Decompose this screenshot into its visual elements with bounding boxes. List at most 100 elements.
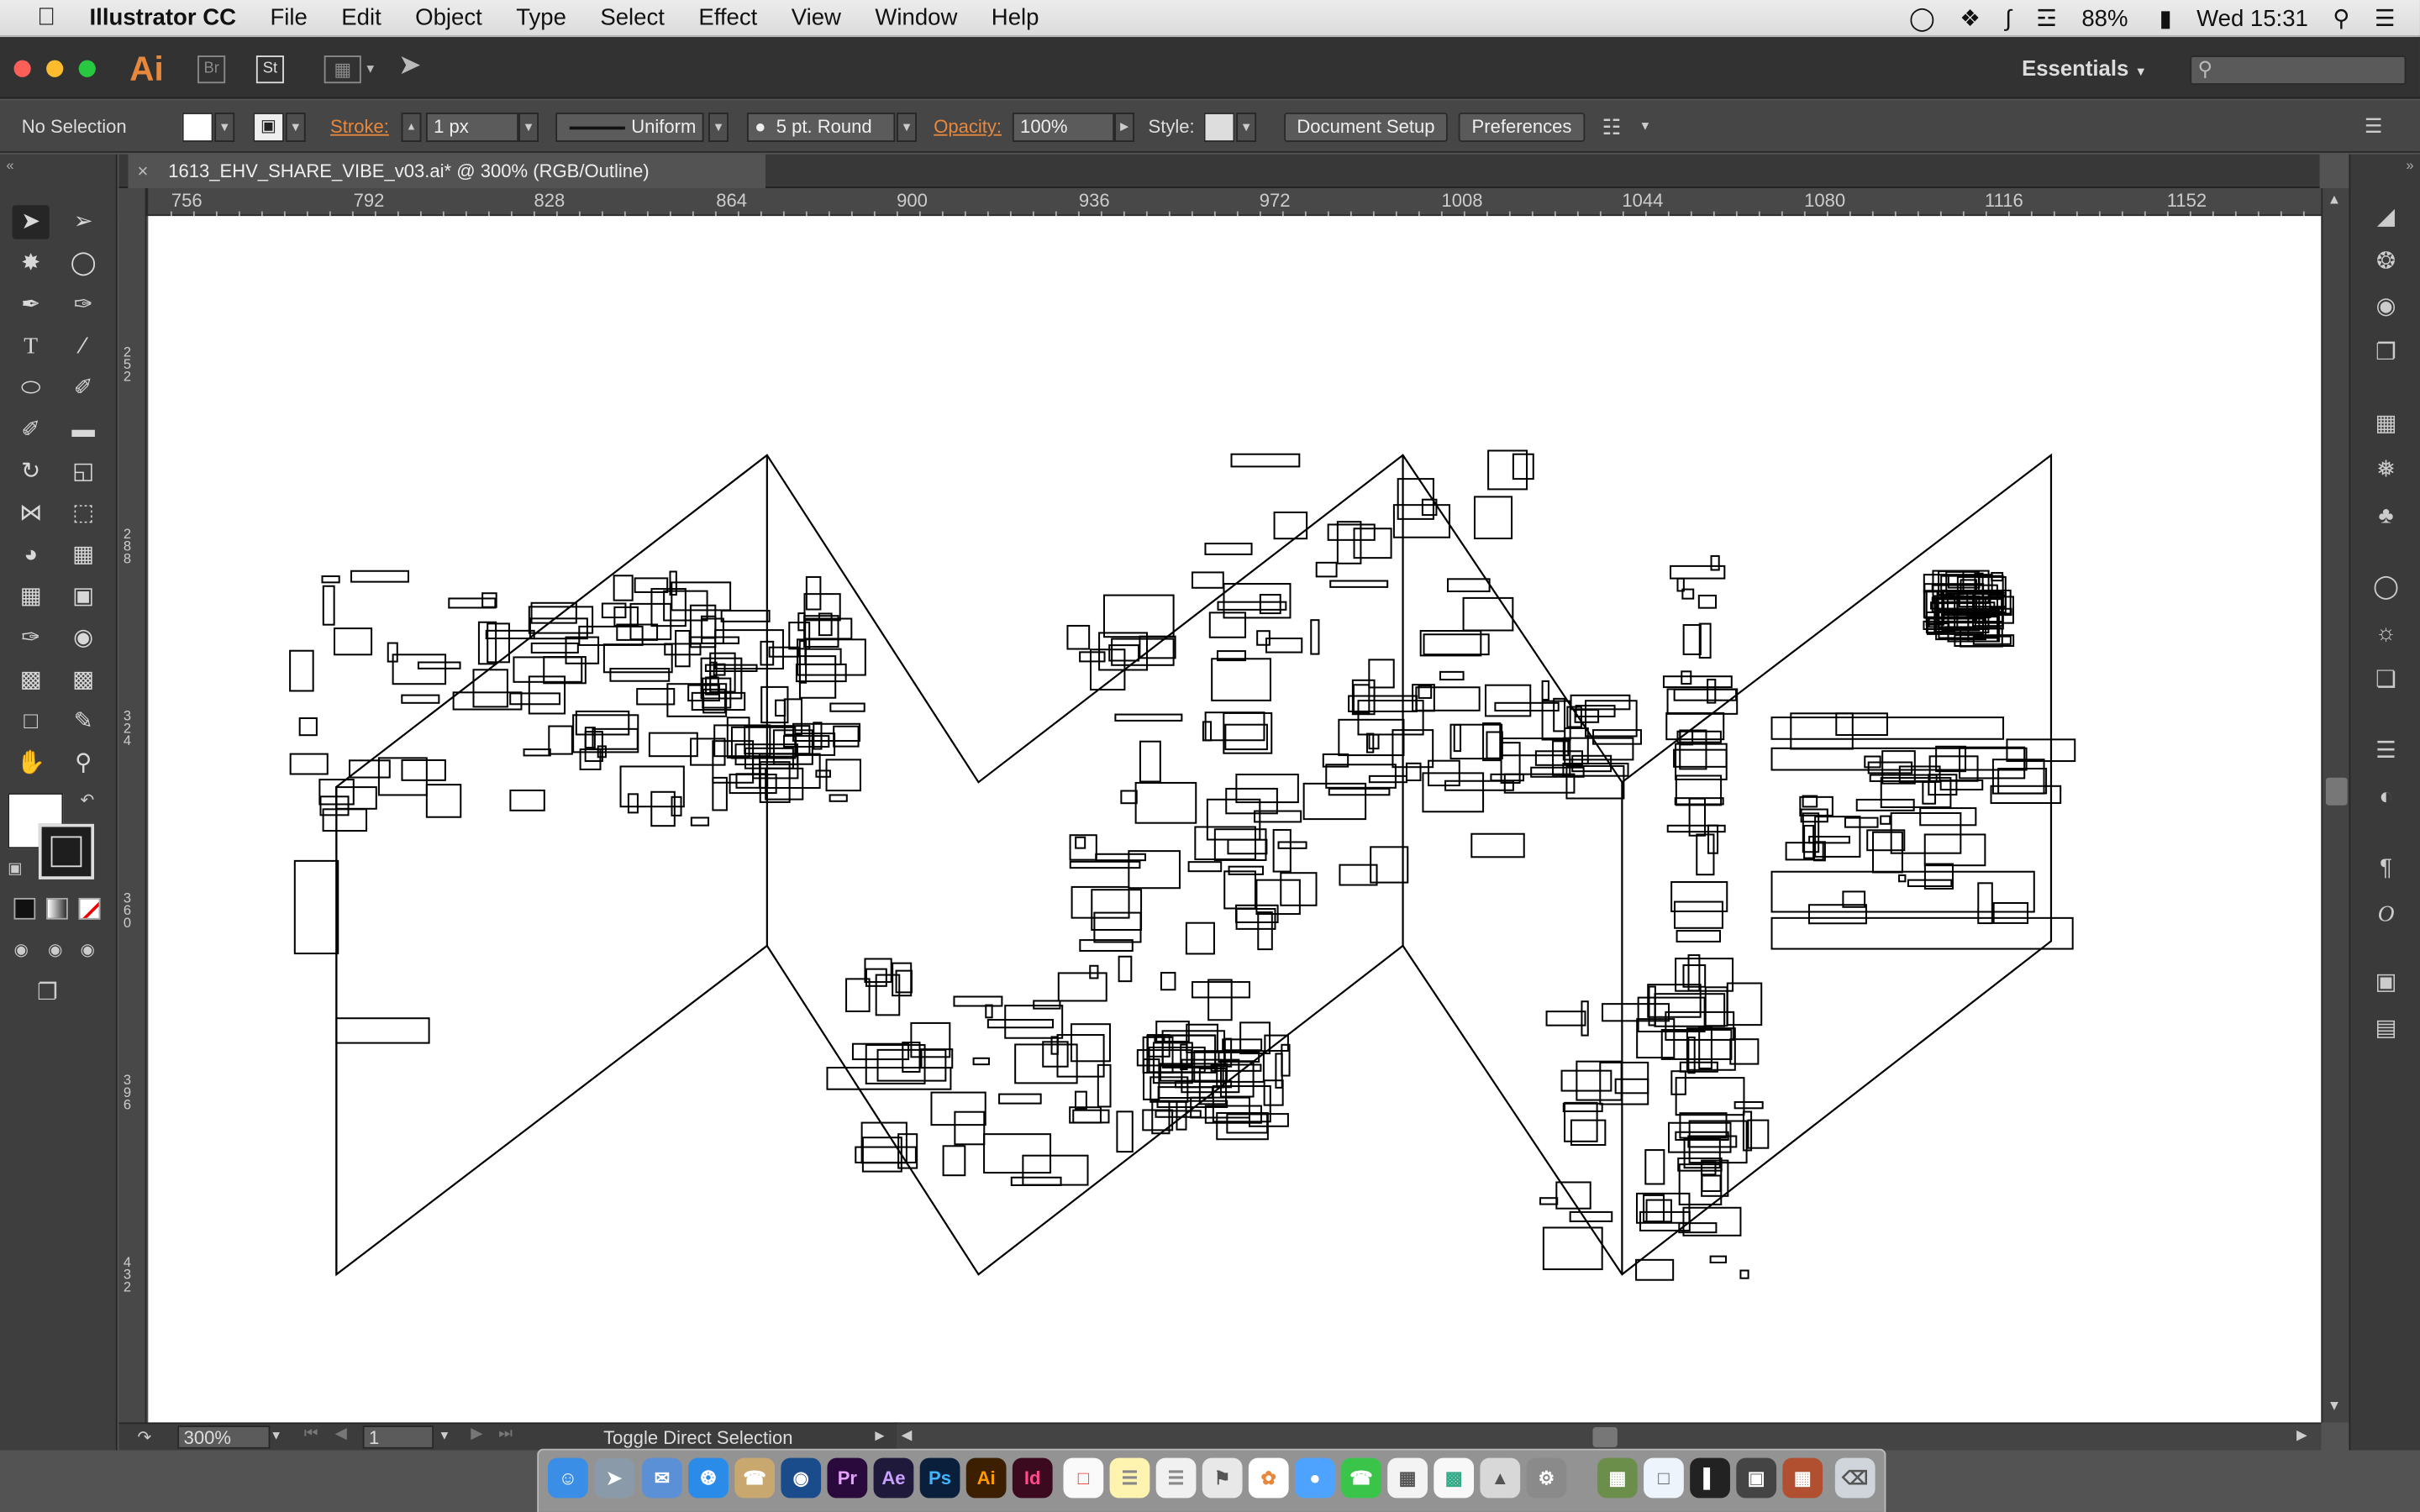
bridge-button[interactable]: Br bbox=[197, 55, 226, 84]
outline-shape[interactable] bbox=[1075, 836, 1086, 849]
brushes-panel-icon[interactable]: ❅ bbox=[2375, 456, 2396, 483]
outline-shape[interactable] bbox=[813, 722, 823, 750]
mail-icon[interactable]: ✉ bbox=[642, 1457, 682, 1499]
horizontal-scrollbar[interactable]: ◀ ▶ bbox=[895, 1422, 2322, 1451]
outline-shape[interactable] bbox=[983, 1133, 1052, 1174]
outline-shape[interactable] bbox=[1139, 740, 1161, 783]
outline-shape[interactable] bbox=[1930, 601, 1996, 610]
outline-shape[interactable] bbox=[1351, 679, 1376, 716]
outline-shape[interactable] bbox=[1128, 850, 1181, 890]
layers-panel-icon[interactable]: ▤ bbox=[2375, 1015, 2397, 1042]
outline-shape[interactable] bbox=[1635, 1258, 1675, 1281]
window-icon[interactable]: ▣ bbox=[1736, 1457, 1777, 1499]
outline-shape[interactable] bbox=[1089, 648, 1126, 691]
outline-shape[interactable] bbox=[452, 691, 523, 711]
outline-shape[interactable] bbox=[1222, 1038, 1263, 1052]
outline-shape[interactable] bbox=[1599, 1061, 1649, 1105]
outline-shape[interactable] bbox=[1670, 1070, 1686, 1095]
outline-shape[interactable] bbox=[1679, 1112, 1728, 1139]
symbol-sprayer-tool-icon[interactable]: ▩ bbox=[19, 666, 42, 693]
outline-shape[interactable] bbox=[1645, 1199, 1672, 1223]
outline-shape[interactable] bbox=[1733, 1100, 1764, 1110]
outline-shape[interactable] bbox=[1418, 685, 1433, 699]
stroke-swatch[interactable]: ▣ bbox=[253, 113, 284, 142]
toolbox-icon[interactable]: ▦ bbox=[1782, 1457, 1823, 1499]
outline-shape[interactable] bbox=[1224, 723, 1268, 751]
notes-icon[interactable]: ☰ bbox=[1109, 1457, 1150, 1499]
outline-shape[interactable] bbox=[1842, 890, 1866, 908]
outline-shape[interactable] bbox=[1923, 833, 1986, 867]
outline-shape[interactable] bbox=[826, 1066, 952, 1090]
outline-shape[interactable] bbox=[1931, 596, 2003, 613]
outline-shape[interactable] bbox=[648, 732, 698, 758]
outline-shape[interactable] bbox=[897, 1133, 918, 1169]
outline-shape[interactable] bbox=[530, 601, 577, 624]
outline-shape[interactable] bbox=[575, 710, 630, 736]
export-icon[interactable]: ↷ bbox=[137, 1428, 152, 1447]
outline-shape[interactable] bbox=[1681, 670, 1692, 685]
opacity-input[interactable]: 100% bbox=[1012, 113, 1115, 142]
outline-shape[interactable] bbox=[1415, 686, 1481, 711]
outline-shape[interactable] bbox=[650, 790, 676, 827]
outline-shape[interactable] bbox=[1696, 833, 1715, 876]
shape-builder-tool-icon[interactable]: ◕ bbox=[24, 541, 39, 568]
swatches-panel-icon[interactable]: ▦ bbox=[2375, 410, 2397, 437]
outline-shape[interactable] bbox=[1992, 902, 2029, 924]
fill-swatch[interactable] bbox=[182, 113, 213, 142]
outline-shape[interactable] bbox=[1155, 1110, 1202, 1118]
outline-shape[interactable] bbox=[797, 638, 866, 676]
minimize-window-button[interactable] bbox=[46, 60, 64, 77]
outline-shape[interactable] bbox=[1014, 1043, 1078, 1084]
outline-shape[interactable] bbox=[627, 793, 639, 814]
type-tool-icon[interactable]: T bbox=[24, 334, 39, 360]
outline-shape[interactable] bbox=[650, 588, 687, 627]
outline-shape[interactable] bbox=[1570, 694, 1631, 711]
outline-shape[interactable] bbox=[1216, 650, 1247, 662]
outline-shape[interactable] bbox=[1747, 1119, 1770, 1149]
search-input[interactable]: ⚲ bbox=[2190, 55, 2407, 86]
clock[interactable]: Wed 15:31 bbox=[2196, 5, 2308, 32]
outline-shape[interactable] bbox=[1670, 564, 1726, 580]
outline-shape[interactable] bbox=[1555, 1181, 1591, 1210]
outline-shape[interactable] bbox=[1482, 722, 1502, 762]
outline-shape[interactable] bbox=[1428, 759, 1460, 787]
preferences-button[interactable]: Preferences bbox=[1458, 113, 1586, 142]
profile-dropdown[interactable]: ▼ bbox=[708, 113, 729, 142]
outline-shape[interactable] bbox=[795, 663, 847, 683]
style-dropdown[interactable]: ▼ bbox=[1236, 113, 1257, 142]
outline-shape[interactable] bbox=[1500, 742, 1521, 784]
outline-shape[interactable] bbox=[1682, 624, 1702, 655]
libraries-panel-icon[interactable]: ◯ bbox=[2373, 574, 2399, 601]
outline-shape[interactable] bbox=[322, 585, 335, 626]
panel-menu-icon[interactable]: ☰ bbox=[2364, 113, 2383, 138]
outline-shape[interactable] bbox=[671, 581, 732, 612]
outline-shape[interactable] bbox=[1541, 700, 1571, 741]
outline-shape[interactable] bbox=[1872, 831, 1903, 874]
outline-shape[interactable] bbox=[1066, 624, 1091, 650]
outline-shape[interactable] bbox=[752, 755, 799, 780]
graphic-styles-panel-icon[interactable]: ❏ bbox=[2375, 666, 2396, 693]
stock-button[interactable]: St bbox=[255, 55, 284, 84]
hand-tool-icon[interactable]: ✋ bbox=[16, 749, 45, 776]
outline-shape[interactable] bbox=[818, 612, 833, 637]
outline-shape[interactable] bbox=[876, 1048, 947, 1082]
scroll-left-icon[interactable]: ◀ bbox=[901, 1426, 913, 1443]
scroll-up-icon[interactable]: ▲ bbox=[2327, 191, 2342, 207]
outline-shape[interactable] bbox=[578, 625, 644, 646]
outline-shape[interactable] bbox=[1365, 732, 1375, 753]
outline-shape[interactable] bbox=[321, 575, 340, 584]
outline-shape[interactable] bbox=[1228, 865, 1264, 875]
outline-shape[interactable] bbox=[1709, 1255, 1727, 1263]
outline-shape[interactable] bbox=[1322, 753, 1349, 768]
outline-shape[interactable] bbox=[1770, 870, 2035, 913]
outline-shape[interactable] bbox=[1803, 824, 1815, 859]
outline-shape[interactable] bbox=[1682, 964, 1707, 988]
outline-shape[interactable] bbox=[1315, 561, 1338, 578]
scroll-right-icon[interactable]: ▶ bbox=[2296, 1426, 2307, 1443]
menu-select[interactable]: Select bbox=[600, 4, 665, 31]
outline-shape[interactable] bbox=[702, 688, 726, 714]
outline-shape[interactable] bbox=[690, 738, 726, 766]
facetime-icon[interactable]: ☎ bbox=[1341, 1457, 1381, 1499]
outline-shape[interactable] bbox=[792, 722, 861, 742]
outline-shape[interactable] bbox=[1392, 729, 1434, 769]
